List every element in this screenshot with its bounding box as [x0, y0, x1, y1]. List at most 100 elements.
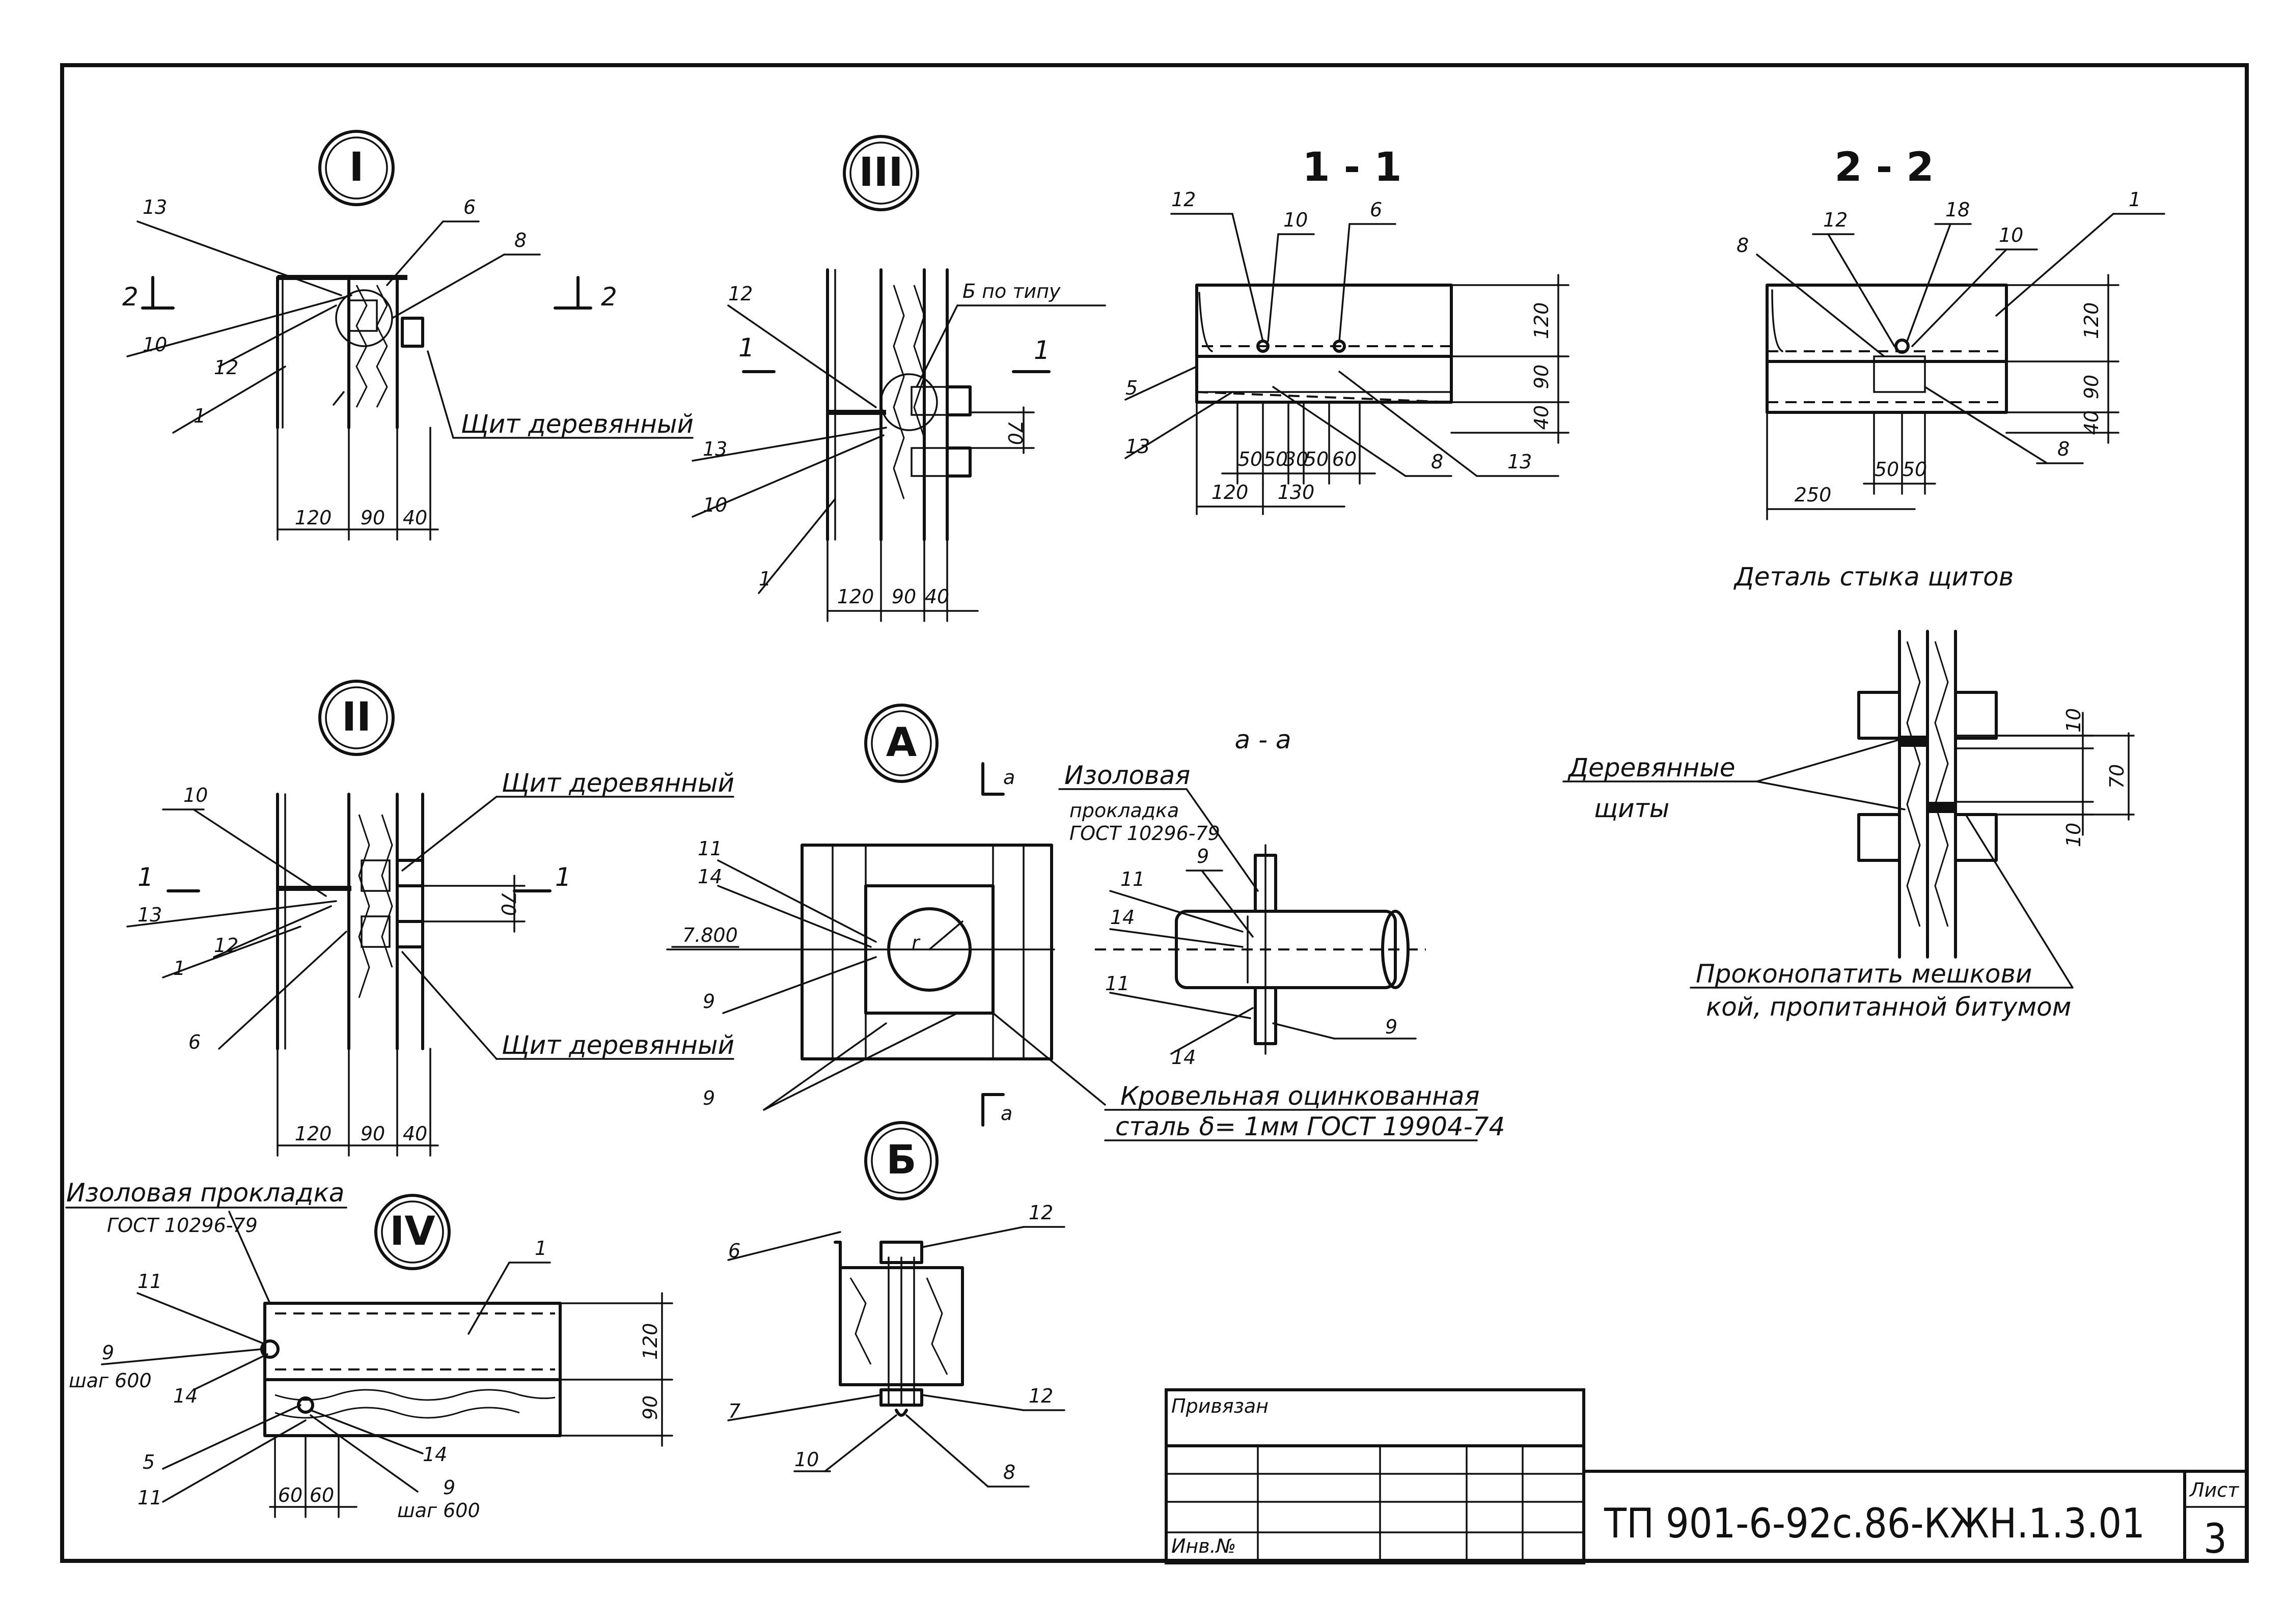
sheet-number: 3 — [2204, 1515, 2227, 1562]
view-IV-vdim-1: 120 — [639, 1323, 662, 1360]
joint-note-2: щиты — [1594, 794, 1669, 823]
sheet-label: Лист — [2189, 1479, 2240, 1501]
section-a-a-callout-14-bottom: 14 — [1171, 1046, 1196, 1069]
view-A: А r 7.800 а а 11 14 9 9 Кровельная оцинк… — [666, 704, 1505, 1141]
view-III-label: III — [859, 150, 903, 195]
view-III-dim70: 70 — [1004, 421, 1026, 445]
view-II-callout-1: 1 — [173, 957, 185, 979]
view-B-callout-7: 7 — [728, 1400, 740, 1422]
s11-dim-2: 50 — [1263, 448, 1288, 470]
s22-dim250: 250 — [1795, 484, 1832, 506]
section-a-a-callout-11-bottom: 11 — [1105, 972, 1130, 995]
view-I-dim-1: 120 — [295, 507, 332, 529]
view-III-mark-right: 1 — [1034, 335, 1050, 365]
s11-callout-8: 8 — [1431, 451, 1443, 473]
s11-dim-3: 30 — [1284, 448, 1308, 470]
view-A-cut-bottom: а — [1001, 1102, 1012, 1125]
view-A-callout-9-b: 9 — [703, 1087, 715, 1109]
section-a-a-note-3: ГОСТ 10296-79 — [1069, 822, 1220, 845]
s11-callout-6: 6 — [1370, 199, 1382, 221]
view-B-callout-10: 10 — [794, 1448, 819, 1471]
view-II-dim70: 70 — [497, 891, 519, 916]
view-I-callout-1: 1 — [194, 405, 206, 427]
s11-vdim-2: 90 — [1530, 365, 1553, 389]
view-A-note-1: Кровельная оцинкованная — [1120, 1081, 1480, 1111]
view-III-callout-10: 10 — [703, 494, 727, 516]
view-A-callout-9-a: 9 — [703, 990, 715, 1013]
view-III-note: Б по типу — [962, 280, 1061, 302]
view-A-label: А — [886, 720, 917, 766]
view-I-callout-13: 13 — [143, 196, 167, 218]
section-a-a-callout-9-top: 9 — [1197, 845, 1209, 867]
view-IV-step-1: шаг 600 — [69, 1369, 152, 1392]
view-IV-label: IV — [390, 1209, 435, 1254]
view-III-dim-2: 90 — [892, 585, 916, 608]
view-B-callout-6: 6 — [728, 1240, 740, 1262]
view-II-mark-right: 1 — [555, 862, 571, 892]
view-IV-vdim-2: 90 — [639, 1395, 662, 1420]
view-I-callout-8: 8 — [514, 229, 527, 251]
section-a-a-note-2: прокладка — [1069, 799, 1179, 822]
view-IV-callout-14-left: 14 — [173, 1385, 198, 1407]
section-2-2-label: 2 - 2 — [1834, 145, 1934, 190]
view-II-note-bottom: Щит деревянный — [502, 1030, 734, 1060]
view-IV-step-2: шаг 600 — [397, 1499, 480, 1522]
view-I-mark-right: 2 — [601, 282, 617, 312]
section-a-a: а - а Изоловая прокладка ГОСТ 10296-79 9… — [1058, 725, 1426, 1069]
s11-vdim-1: 120 — [1530, 302, 1553, 340]
view-II-label: II — [342, 694, 371, 740]
view-I-note: Щит деревянный — [461, 409, 694, 439]
view-IV-callout-9-left: 9 — [102, 1341, 114, 1364]
s22-callout-12: 12 — [1823, 209, 1848, 231]
view-A-note-2: сталь δ= 1мм ГОСТ 19904-74 — [1115, 1112, 1505, 1141]
s11-callout-12: 12 — [1171, 188, 1196, 211]
section-a-a-note-1: Изоловая — [1064, 761, 1190, 790]
view-I-label: I — [349, 145, 364, 190]
title-block-linked: Привязан — [1171, 1395, 1269, 1417]
view-I-callout-6: 6 — [463, 196, 476, 218]
view-IV-callout-14-right: 14 — [423, 1443, 447, 1466]
view-B-callout-8: 8 — [1003, 1461, 1015, 1483]
view-A-callout-11: 11 — [698, 837, 722, 860]
view-II-note-top: Щит деревянный — [502, 768, 734, 798]
s11-dim-5: 60 — [1332, 448, 1357, 470]
view-III-callout-12: 12 — [728, 283, 753, 305]
view-I-dim-3: 40 — [403, 507, 427, 529]
joint-note-1: Деревянные — [1567, 753, 1736, 782]
view-I-callout-12: 12 — [214, 356, 238, 379]
s22-callout-8-bottom: 8 — [2057, 438, 2070, 460]
view-IV-callout-1: 1 — [535, 1237, 547, 1259]
section-1-1: 1 - 1 120 90 40 50 50 30 50 60 120 130 1… — [1124, 145, 1569, 515]
view-IV-dim-1: 60 — [278, 1484, 302, 1506]
view-I-callout-10: 10 — [143, 333, 167, 356]
joint-detail: 10 70 10 Деревянные щиты Проконопатить м… — [1562, 630, 2135, 1022]
view-IV-dim-2: 60 — [310, 1484, 334, 1506]
s11-dim-1: 50 — [1238, 448, 1262, 470]
s11-dim-4: 50 — [1304, 448, 1329, 470]
title-block-inv: Инв.№ — [1171, 1535, 1236, 1557]
joint-dim-2: 70 — [2106, 764, 2128, 789]
s22-callout-18: 18 — [1945, 199, 1970, 221]
view-III-callout-1: 1 — [759, 568, 771, 590]
s11-vdim-3: 40 — [1530, 405, 1553, 430]
s22-callout-10: 10 — [1999, 224, 2023, 246]
sheet-frame — [60, 63, 2249, 1563]
view-B-callout-12-bottom: 12 — [1029, 1385, 1053, 1407]
joint-title: Деталь стыка щитов — [1733, 562, 2014, 592]
view-IV-callout-11-top: 11 — [137, 1270, 162, 1293]
s22-vdim-2: 90 — [2080, 375, 2103, 399]
s22-dim-2: 50 — [1903, 458, 1927, 481]
joint-note-4: кой, пропитанной битумом — [1706, 992, 2071, 1022]
view-III-dim-3: 40 — [925, 585, 949, 608]
s11-dim2-2: 130 — [1278, 481, 1315, 503]
section-a-a-label: а - а — [1234, 725, 1291, 754]
s22-callout-8-top: 8 — [1737, 234, 1749, 257]
view-II-dim-1: 120 — [295, 1123, 332, 1145]
s11-callout-13-right: 13 — [1507, 451, 1532, 473]
view-III-dim-1: 120 — [837, 585, 874, 608]
section-2-2: 2 - 2 120 90 40 50 50 250 8 12 18 10 1 8… — [1733, 145, 2165, 592]
view-A-callout-14: 14 — [698, 865, 722, 888]
section-1-1-label: 1 - 1 — [1302, 145, 1401, 190]
view-B-label: Б — [886, 1137, 916, 1183]
joint-dim-1: 10 — [2062, 708, 2085, 733]
